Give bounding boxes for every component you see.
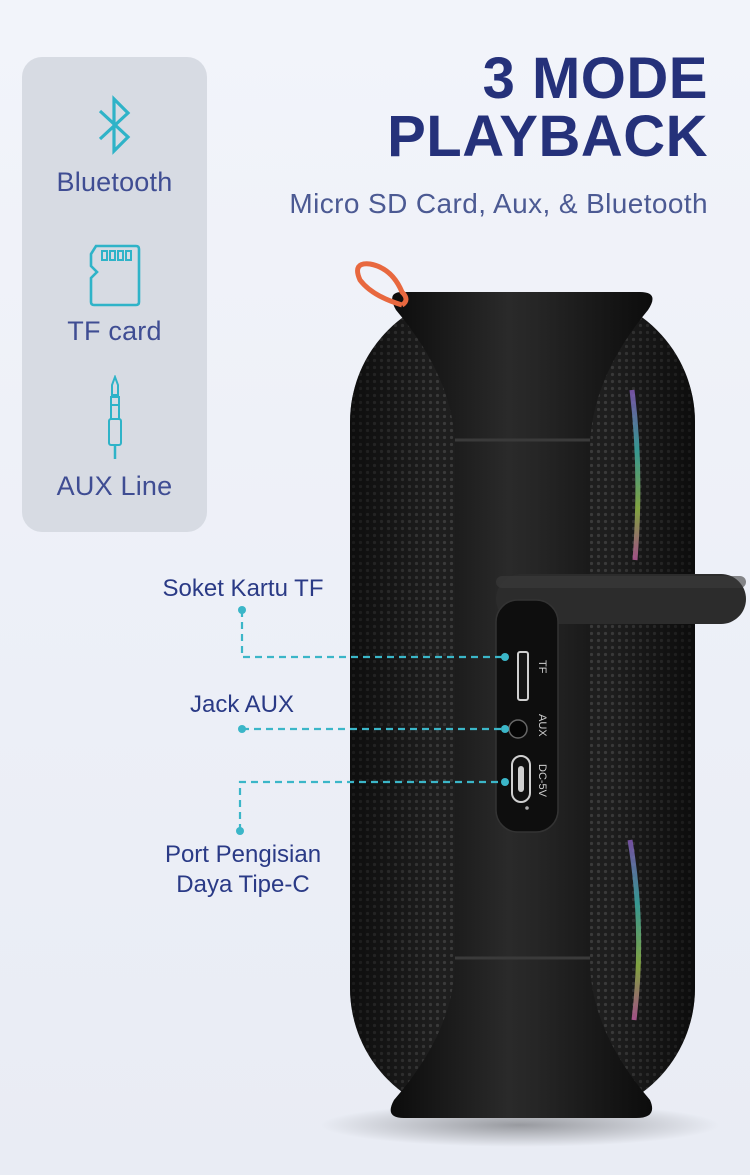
page-subtitle: Micro SD Card, Aux, & Bluetooth: [289, 188, 708, 219]
callout-tf-slot: Soket Kartu TF: [162, 575, 324, 602]
mode-aux-line: AUX Line: [22, 375, 207, 502]
port-label-aux: AUX: [536, 714, 548, 737]
callout-charging-port: Port Pengisian Daya Tipe-C: [142, 840, 344, 900]
mode-label-aux-line: AUX Line: [56, 471, 173, 501]
mode-label-bluetooth: Bluetooth: [56, 167, 173, 197]
tf-card-slot: [517, 651, 529, 701]
playback-modes-panel: Bluetooth TF card AUX Line: [22, 57, 207, 532]
port-label-dc: DC-5V: [536, 764, 548, 798]
aux-jack: [508, 719, 528, 739]
callout-lines: [236, 606, 509, 835]
callout-charging-line-2: Daya Tipe-C: [176, 871, 310, 898]
port-label-tf: TF: [536, 660, 548, 674]
status-led: [525, 806, 529, 810]
page-title: 3 MODE PLAYBACK: [387, 50, 708, 166]
title-line-1: 3 MODE: [482, 46, 708, 111]
sd-card-icon: [89, 244, 141, 307]
bluetooth-icon: [98, 95, 131, 155]
mode-label-tf-card: TF card: [67, 316, 162, 346]
callout-charging-line-1: Port Pengisian: [164, 841, 322, 868]
carry-strap: [355, 261, 409, 308]
aux-plug-icon: [108, 375, 122, 459]
mode-tf-card: TF card: [22, 242, 207, 347]
mode-bluetooth: Bluetooth: [22, 93, 207, 198]
rgb-light-bottom: [627, 839, 642, 1021]
callout-aux-jack: Jack AUX: [189, 691, 295, 718]
title-line-2: PLAYBACK: [387, 104, 708, 169]
rgb-light-top: [629, 389, 641, 561]
